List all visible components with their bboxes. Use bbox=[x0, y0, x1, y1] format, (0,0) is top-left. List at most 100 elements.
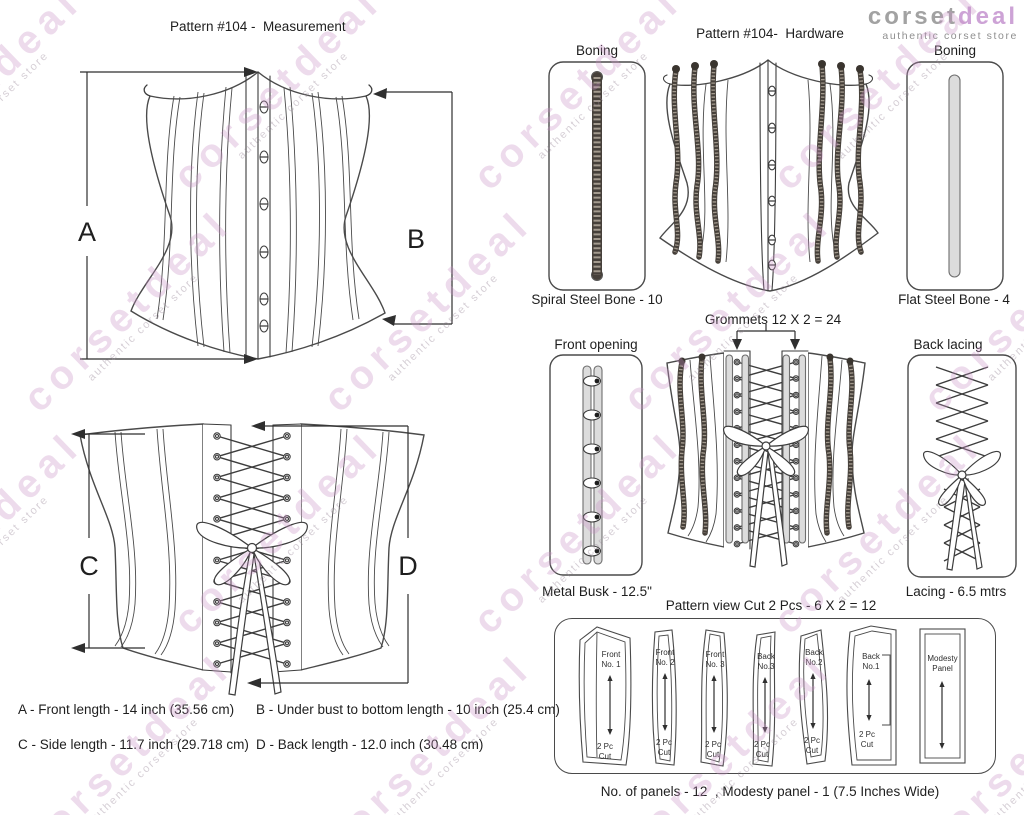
metal-busk-caption: Metal Busk - 12.5" bbox=[542, 584, 652, 599]
pattern-panels-box: Front No. 1 2 Pc Cut Front No. 2 2 Pc Cu… bbox=[554, 618, 996, 774]
panel-cut-line2: Cut bbox=[756, 750, 769, 759]
grain-arrow bbox=[866, 679, 872, 721]
panel-cut-line2: Cut bbox=[806, 746, 819, 755]
panel-cut-line2: Cut bbox=[599, 752, 612, 761]
hw-back-bow bbox=[723, 425, 809, 568]
pattern-panel-back-2: Back No.2 2 Pc Cut bbox=[798, 629, 829, 765]
measurement-section-title: Pattern #104 - Measurement bbox=[170, 19, 346, 34]
panel-cut-line2: Cut bbox=[707, 750, 720, 759]
pattern-panel-modesty: Modesty Panel bbox=[919, 628, 966, 764]
panel-name-line2: No.1 bbox=[863, 662, 880, 671]
back-corset-lacing-strips bbox=[202, 423, 302, 674]
back-corset-bow bbox=[196, 521, 308, 696]
note-a: A - Front length - 14 inch (35.56 cm) bbox=[18, 702, 235, 717]
boning-right-label: Boning bbox=[933, 43, 977, 58]
grain-arrow bbox=[939, 681, 945, 749]
measurement-b-arrow: B bbox=[373, 88, 453, 326]
pattern-panel-front-3: Front No. 3 2 Pc Cut bbox=[700, 629, 728, 767]
busk-clasps bbox=[582, 375, 602, 557]
panel-cut-line1: 2 Pc bbox=[804, 736, 820, 745]
note-c: C - Side length - 11.7 inch (29.718 cm) bbox=[18, 737, 249, 752]
panel-name-line2: Panel bbox=[932, 664, 953, 673]
spiral-bone-caption: Spiral Steel Bone - 10 bbox=[531, 292, 663, 307]
panel-cut-line1: 2 Pc bbox=[656, 738, 672, 747]
grommet-bracket bbox=[732, 324, 800, 350]
panel-cut-line1: 2 Pc bbox=[705, 740, 721, 749]
grommets bbox=[733, 358, 800, 548]
panel-cut-line2: Cut bbox=[658, 748, 671, 757]
grommets-label: Grommets 12 X 2 = 24 bbox=[704, 312, 842, 327]
note-d: D - Back length - 12.0 inch (30.48 cm) bbox=[256, 737, 484, 752]
busk-loops bbox=[768, 85, 776, 271]
flat-bone-box bbox=[906, 61, 1004, 291]
spiral-bone-box bbox=[548, 61, 646, 291]
bone-casing-mark bbox=[882, 654, 891, 726]
lacing-upper bbox=[935, 366, 989, 458]
metal-busk-box bbox=[549, 354, 643, 576]
panel-name-line1: Back bbox=[757, 652, 776, 661]
brand-tagline: authentic corset store bbox=[882, 30, 1018, 43]
note-b: B - Under bust to bottom length - 10 inc… bbox=[256, 702, 560, 717]
label-d: D bbox=[398, 551, 418, 581]
label-c: C bbox=[79, 551, 99, 581]
lacing-bow bbox=[922, 450, 1002, 571]
hardware-section-title: Pattern #104- Hardware bbox=[696, 26, 844, 41]
boning-left-label: Boning bbox=[575, 43, 619, 58]
panel-name-line1: Front bbox=[602, 650, 621, 659]
panel-cut-line1: 2 Pc bbox=[597, 742, 613, 751]
hw-front-spiral-bones bbox=[671, 60, 865, 264]
grain-arrow bbox=[711, 675, 717, 733]
panel-cut-line1: 2 Pc bbox=[859, 730, 875, 739]
flat-bone-caption: Flat Steel Bone - 4 bbox=[898, 292, 1010, 307]
hardware-front-corset-figure bbox=[659, 59, 879, 292]
label-b: B bbox=[407, 224, 425, 254]
back-lacing-label: Back lacing bbox=[913, 337, 983, 352]
hw-back-spiral-bones bbox=[677, 353, 855, 536]
brand-logo: corsetdeal authentic corset store bbox=[867, 3, 1018, 43]
grain-arrow bbox=[662, 673, 668, 731]
panel-name-line2: No.2 bbox=[806, 658, 823, 667]
busk-loops bbox=[259, 100, 269, 333]
panel-name-line1: Front bbox=[656, 648, 675, 657]
grain-arrow bbox=[762, 677, 768, 733]
measurement-a-arrow: A bbox=[78, 67, 258, 364]
back-corset-seams bbox=[114, 428, 390, 656]
measurement-d-arrow: D bbox=[247, 421, 418, 688]
panel-cut-line2: Cut bbox=[861, 740, 874, 749]
panel-name-line2: No. 1 bbox=[601, 660, 621, 669]
panel-name-line2: No.3 bbox=[758, 662, 775, 671]
front-corset-seams bbox=[156, 86, 360, 354]
measurement-c-arrow: C bbox=[71, 429, 145, 653]
hw-front-busk bbox=[759, 59, 777, 292]
panel-name-line1: Back bbox=[862, 652, 881, 661]
grain-arrow bbox=[810, 673, 816, 729]
pattern-panel-front-2: Front No. 2 2 Pc Cut bbox=[651, 629, 677, 766]
panel-cut-line1: 2 Pc bbox=[754, 740, 770, 749]
front-measurement-corset-figure: A B bbox=[78, 67, 453, 364]
panel-name-line2: No. 3 bbox=[705, 660, 725, 669]
pattern-panel-back-3: Back No.3 2 Pc Cut bbox=[752, 631, 776, 767]
back-measurement-corset-figure: C D bbox=[71, 421, 425, 696]
hardware-back-corset-figure bbox=[666, 324, 866, 568]
panel-name-line1: Modesty bbox=[927, 654, 957, 663]
panel-name-line1: Back bbox=[805, 648, 824, 657]
pattern-footer: No. of panels - 12 , Modesty panel - 1 (… bbox=[600, 784, 940, 799]
grain-arrow bbox=[607, 675, 613, 735]
front-opening-label: Front opening bbox=[554, 337, 638, 352]
back-corset-panels bbox=[79, 423, 425, 671]
pattern-panel-front-1: Front No. 1 2 Pc Cut bbox=[578, 626, 632, 766]
brand-logo-deal: deal bbox=[957, 3, 1018, 30]
panel-name-line2: No. 2 bbox=[655, 658, 675, 667]
front-corset-busk bbox=[245, 71, 271, 360]
hw-front-seams bbox=[701, 79, 835, 263]
brand-logo-corset: corset bbox=[867, 3, 958, 30]
lacing-caption: Lacing - 6.5 mtrs bbox=[905, 584, 1007, 599]
back-lacing-box bbox=[907, 354, 1017, 578]
brand-logo-wordmark: corsetdeal bbox=[867, 3, 1018, 30]
pattern-panel-back-1: Back No.1 2 Pc Cut bbox=[846, 625, 897, 766]
label-a: A bbox=[78, 217, 96, 247]
flat-bone bbox=[948, 74, 961, 278]
pattern-view-title: Pattern view Cut 2 Pcs - 6 X 2 = 12 bbox=[665, 598, 877, 613]
